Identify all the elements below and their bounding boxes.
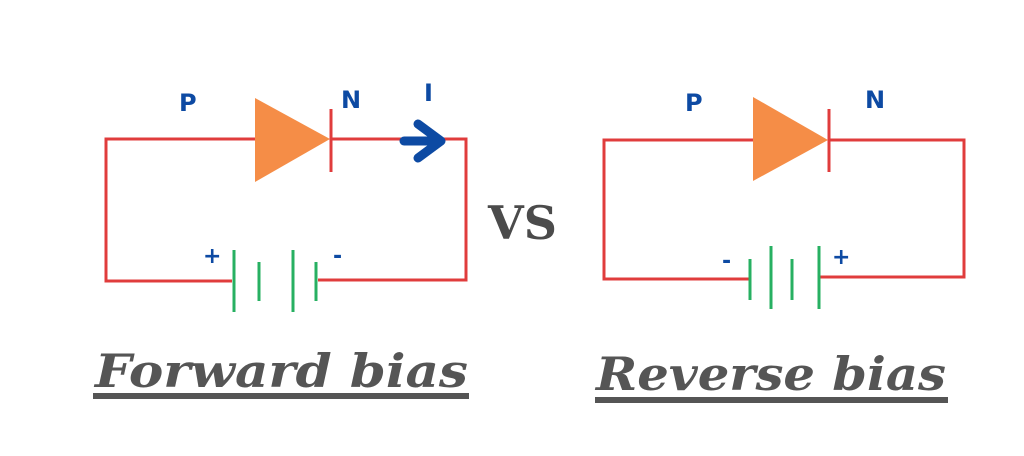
reverse-battery-icon [748, 246, 821, 309]
vs-label: VS [487, 196, 557, 250]
reverse-battery-left-sign: - [722, 249, 731, 274]
reverse-title-underline [595, 397, 948, 403]
forward-p-label: P [179, 89, 197, 117]
reverse-wire-left [602, 138, 753, 281]
reverse-battery-right-sign: + [832, 245, 850, 270]
forward-battery-left-sign: + [203, 244, 221, 269]
forward-bias-circuit: P N I + - [104, 79, 468, 312]
forward-wire-left [104, 137, 255, 283]
forward-diode-triangle [255, 98, 330, 182]
reverse-wire-right [820, 138, 966, 279]
forward-battery-right-sign: - [333, 244, 342, 269]
reverse-n-label: N [865, 86, 885, 114]
forward-battery-icon [232, 250, 318, 312]
forward-bias-title: Forward bias [93, 344, 468, 398]
reverse-bias-title: Reverse bias [594, 347, 946, 401]
reverse-p-label: P [685, 89, 703, 117]
current-label: I [424, 79, 433, 107]
forward-title-underline [93, 393, 469, 399]
forward-n-label: N [341, 86, 361, 114]
reverse-diode-triangle [753, 97, 828, 181]
current-arrow-icon [399, 119, 446, 163]
forward-wire-right [318, 137, 468, 282]
reverse-bias-circuit: P N - + [602, 86, 966, 309]
